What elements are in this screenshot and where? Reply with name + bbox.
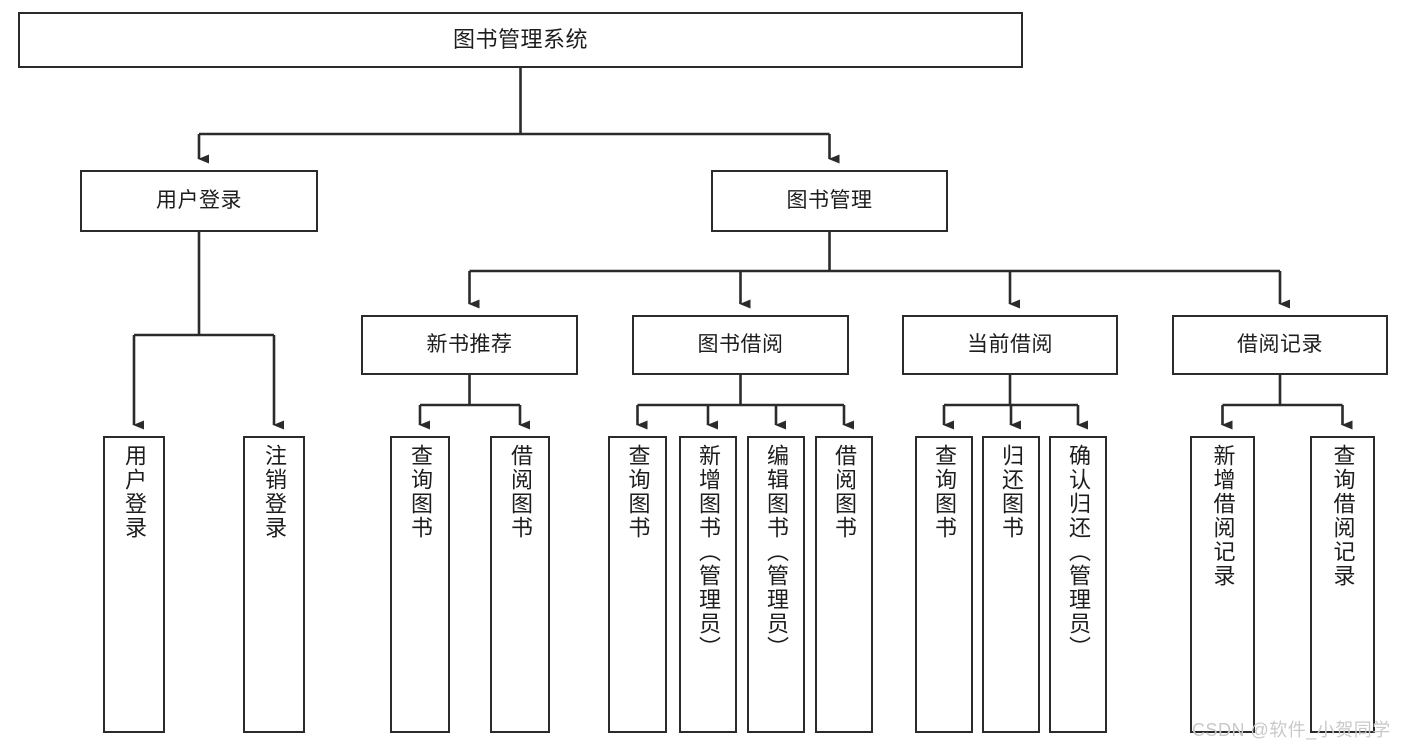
node-label: 用户登录 <box>156 188 242 212</box>
node-label: 新增图书（管理员） <box>696 444 721 660</box>
node-level2-用户登录[interactable]: 用户登录 <box>80 170 318 232</box>
node-level3-图书借阅[interactable]: 图书借阅 <box>632 315 849 375</box>
node-label: 图书管理系统 <box>452 27 588 53</box>
node-label: 查询图书 <box>932 444 957 540</box>
node-label: 借阅记录 <box>1237 332 1323 356</box>
node-leaf-查询借阅记录[interactable]: 查询借阅记录 <box>1310 436 1375 733</box>
node-label: 编辑图书（管理员） <box>764 444 789 660</box>
node-label: 当前借阅 <box>967 332 1053 356</box>
node-label: 新书推荐 <box>426 332 513 356</box>
node-leaf-用户登录[interactable]: 用户登录 <box>103 436 165 733</box>
node-level3-当前借阅[interactable]: 当前借阅 <box>902 315 1118 375</box>
node-label: 查询图书 <box>625 444 651 540</box>
node-level3-新书推荐[interactable]: 新书推荐 <box>361 315 578 375</box>
node-leaf-查询图书[interactable]: 查询图书 <box>390 436 450 733</box>
node-level2-图书管理[interactable]: 图书管理 <box>711 170 948 232</box>
node-label: 用户登录 <box>122 444 147 540</box>
node-leaf-查询图书[interactable]: 查询图书 <box>608 436 667 733</box>
node-leaf-查询图书[interactable]: 查询图书 <box>915 436 973 733</box>
node-leaf-归还图书[interactable]: 归还图书 <box>982 436 1040 733</box>
node-leaf-注销登录[interactable]: 注销登录 <box>243 436 305 733</box>
node-leaf-借阅图书[interactable]: 借阅图书 <box>490 436 550 733</box>
node-level3-借阅记录[interactable]: 借阅记录 <box>1172 315 1388 375</box>
node-root-图书管理系统[interactable]: 图书管理系统 <box>18 12 1023 68</box>
node-label: 查询借阅记录 <box>1330 444 1356 588</box>
node-label: 新增借阅记录 <box>1210 444 1236 588</box>
node-leaf-编辑图书管理员[interactable]: 编辑图书（管理员） <box>747 436 805 733</box>
watermark-credit: CSDN @软件_小贺同学 <box>1192 720 1391 740</box>
node-leaf-确认归还管理员[interactable]: 确认归还（管理员） <box>1049 436 1107 733</box>
node-leaf-借阅图书[interactable]: 借阅图书 <box>815 436 873 733</box>
node-leaf-新增图书管理员[interactable]: 新增图书（管理员） <box>679 436 737 733</box>
node-label: 借阅图书 <box>832 444 857 540</box>
node-label: 借阅图书 <box>508 444 533 540</box>
node-label: 归还图书 <box>999 444 1024 540</box>
node-leaf-新增借阅记录[interactable]: 新增借阅记录 <box>1190 436 1255 733</box>
node-label: 查询图书 <box>408 444 433 540</box>
node-label: 图书借阅 <box>697 332 784 356</box>
node-label: 图书管理 <box>786 188 873 212</box>
node-label: 确认归还（管理员） <box>1066 444 1091 660</box>
node-label: 注销登录 <box>262 444 287 540</box>
connector-group <box>132 68 1353 430</box>
